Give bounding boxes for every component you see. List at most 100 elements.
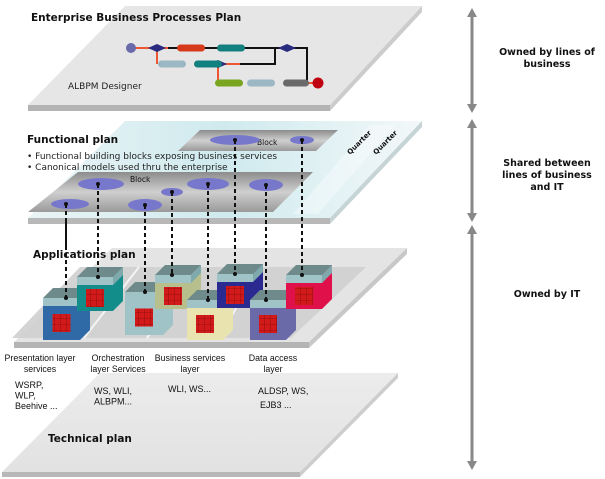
albpm-designer-label: ALBPM Designer [68,82,142,92]
cube-front-band [125,292,163,300]
arrow-up-icon [467,8,477,17]
ownership-label-2: lines of business [502,170,592,181]
cube-front-band [77,277,113,285]
technology-label: Beehive ... [15,401,58,411]
functional-block-ellipse [51,199,89,209]
process-task [247,79,275,87]
layer-label-1: Presentation layer [5,353,76,363]
cube-grid-icon [295,287,313,305]
cube-grid-icon [52,314,71,332]
technical-plan-title: Technical plan [48,433,132,445]
layer-label-3-line2: layer [180,364,199,374]
cube-side-band [191,265,201,283]
process-task [215,79,243,87]
layer-label-4: Data access [249,353,298,363]
ownership-label-3: Owned by IT [514,289,581,300]
ownership-label-2: Shared between [503,158,591,169]
ownership-label-1: business [524,59,571,70]
connector-dot-top [233,138,237,142]
connector-dot-bottom [143,290,147,294]
data-cube-1 [217,264,263,308]
connector-dot-top [264,183,268,187]
layer-label-2: Orchestration [92,353,145,363]
process-flow [126,43,324,89]
technology-label: WSRP, [15,380,43,390]
technology-label: WLP, [15,391,36,401]
layer-label-3: Business services [155,353,226,363]
functional-plane: Functional plan • Functional building bl… [27,121,422,224]
cube-top-face [250,290,296,300]
arrow-down-icon [467,213,477,222]
cube-grid-icon [226,286,244,304]
connector-dot-bottom [170,273,174,277]
technology-label: ALBPM... [94,397,132,407]
ownership-label-1: Owned by lines of [499,47,596,58]
cube-front-band [43,298,80,306]
block-label-lower: Block [130,175,151,184]
connector-dot-bottom [233,272,237,276]
cube-front-band [155,275,191,283]
cube-top-face [217,264,263,274]
application-components [43,264,332,340]
connector-dot-bottom [206,298,210,302]
enterprise-plane: Enterprise Business Processes Plan ALBPM… [28,6,422,111]
functional-plan-title: Functional plan [27,134,118,146]
process-task [217,44,245,52]
process-task [283,79,309,87]
process-task [177,44,205,52]
arrow-up-icon [467,225,477,234]
connector-dot-top [170,190,174,194]
layer-label-4-line2: layer [263,364,282,374]
business-cube-1 [155,265,201,309]
process-task [158,60,186,68]
layer-label-2-line2: layer Services [90,364,146,374]
cube-front-band [286,275,322,283]
functional-bullet-1: • Functional building blocks exposing bu… [27,152,277,162]
process-end-icon [312,77,324,89]
cube-side-band [253,264,263,282]
presentation-cube-2 [77,267,123,311]
connector-dot-top [300,138,304,142]
connector-dot-bottom [96,275,100,279]
arrow-down-icon [467,104,477,113]
cube-grid-icon [86,289,104,307]
cube-side-band [113,267,123,285]
cube-front-band [250,300,286,308]
data-cube-2 [250,290,296,340]
connector-dot-top [96,182,100,186]
process-start-icon [126,43,136,53]
technical-plane: Technical plan [2,373,398,477]
cube-top-face [286,265,332,275]
technology-label: WLI, WS... [168,384,211,394]
data-cube-3 [286,265,332,309]
cube-front-band [187,300,223,308]
applications-plan-title: Applications plan [33,249,136,261]
connector-dot-top [143,203,147,207]
arrow-down-icon [467,461,477,470]
connector-dot-bottom [264,298,268,302]
technology-label: ALDSP, WS, [258,386,308,396]
cube-top-face [77,267,123,277]
ownership-arrows [467,8,477,470]
cube-side-band [322,265,332,283]
connector-dot-bottom [300,273,304,277]
functional-block-ellipse [78,178,124,190]
mapping-connectors [64,138,304,302]
cube-grid-icon [135,308,153,327]
cube-grid-icon [259,315,277,333]
layer-labels: Presentation layerservicesOrchestrationl… [5,353,298,374]
connector-dot-bottom [64,296,68,300]
functional-bullet-2: • Canonical models used thru the enterpr… [27,163,228,173]
cube-top-face [155,265,201,275]
arrow-up-icon [467,119,477,128]
technology-labels: WSRP,WLP,Beehive ... WS, WLI,ALBPM... WLI,… [15,380,308,411]
block-label-upper: Block [257,138,278,147]
process-task [194,60,222,68]
cube-grid-icon [164,287,182,305]
cube-front-band [217,274,253,282]
gateway-diamond-icon [148,44,166,52]
connector-dot-top [64,202,68,206]
technology-label: WS, WLI, [94,386,132,396]
